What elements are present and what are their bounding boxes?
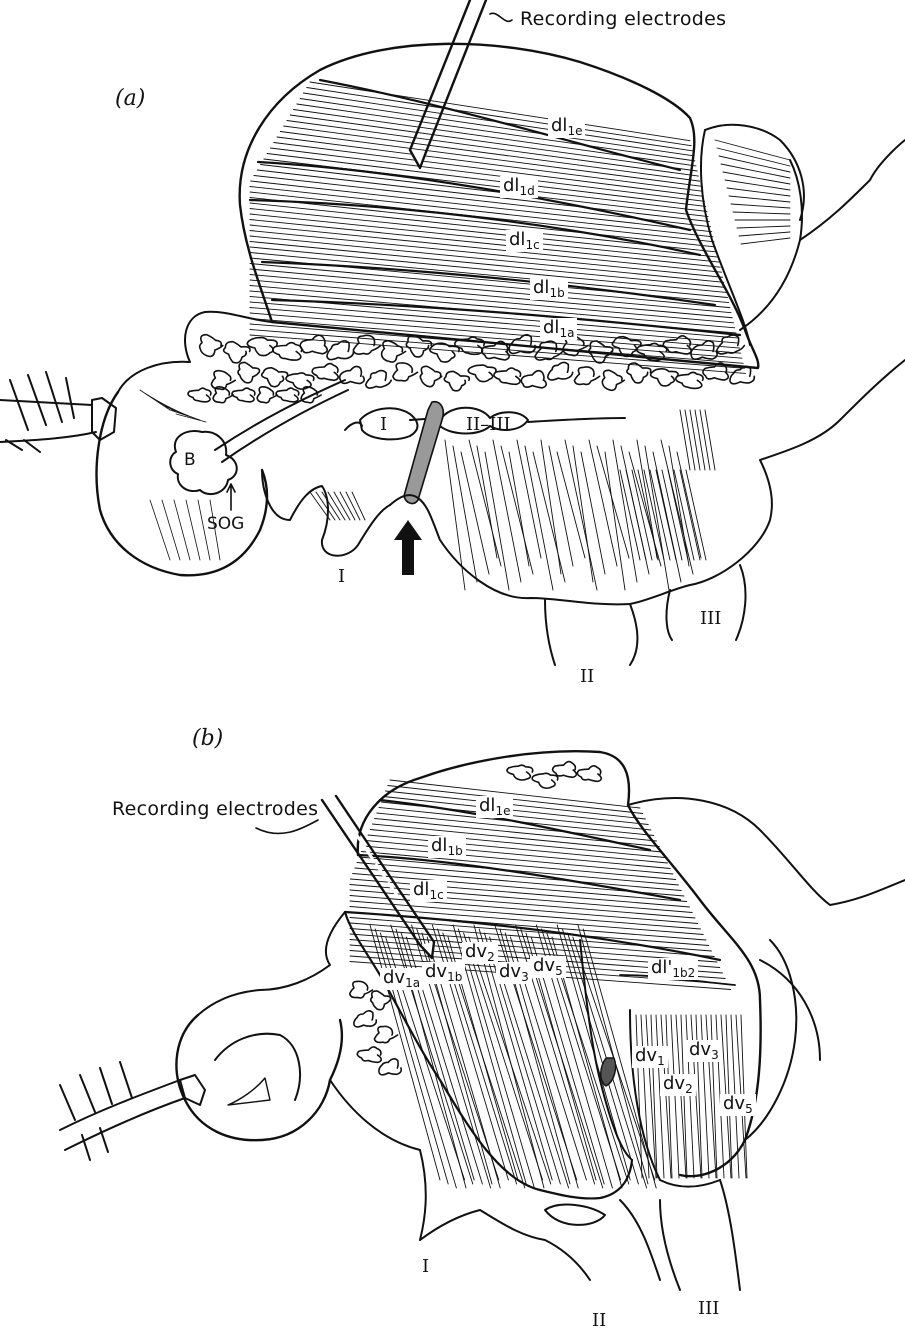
leg-1-label-a: I xyxy=(338,568,345,586)
dl-muscle-block-a xyxy=(240,44,759,368)
apodeme xyxy=(404,402,443,504)
muscle-label-dl1a-a: dl1a xyxy=(540,318,577,340)
muscle-label-dv1a-b: dv1a xyxy=(380,968,423,990)
muscle-label-dl1b-a: dl1b xyxy=(530,278,568,300)
muscle-label-dv3-back: dv3 xyxy=(686,1040,722,1062)
electrode-label-a: Recording electrodes xyxy=(520,10,726,29)
ganglion-2-3-label: II–III xyxy=(466,416,511,434)
brain xyxy=(170,431,237,494)
ganglion-1-label: I xyxy=(380,416,387,434)
leg-1-label-b: I xyxy=(422,1258,429,1276)
leg-2-label-a: II xyxy=(580,668,594,686)
muscle-label-dl1b-b: dl1b xyxy=(428,836,466,858)
muscle-label-dv5-back: dv5 xyxy=(720,1094,756,1116)
recording-electrodes-b xyxy=(256,796,434,958)
muscle-label-dl1c-b: dl1c xyxy=(410,880,447,902)
leg-3-label-a: III xyxy=(700,610,721,628)
leg-2-label-b: II xyxy=(592,1312,606,1330)
panel-b-letter: (b) xyxy=(192,728,223,750)
muscle-label-dl1d-a: dl1d xyxy=(500,176,538,198)
muscle-label-dl1c-a: dl1c xyxy=(506,230,543,252)
muscle-label-dv5-b: dv5 xyxy=(530,956,566,978)
electrode-label-b: Recording electrodes xyxy=(112,800,318,819)
panel-a-letter: (a) xyxy=(115,88,145,110)
muscle-label-dl1e-a: dl1e xyxy=(548,116,585,138)
muscle-label-dv3-b: dv3 xyxy=(496,962,532,984)
recording-electrodes-a xyxy=(410,0,512,168)
muscle-label-dl1e-b: dl1e xyxy=(476,796,513,818)
leg-3-label-b: III xyxy=(698,1300,719,1318)
muscle-label-dv2-back: dv2 xyxy=(660,1074,696,1096)
brain-label: B xyxy=(184,452,196,469)
muscle-label-dv2-b: dv2 xyxy=(462,942,498,964)
muscle-label-dv1b-b: dv1b xyxy=(422,962,465,984)
sog-label: SOG xyxy=(207,516,244,533)
pointer-arrow xyxy=(394,520,422,575)
muscle-label-dl1b2-b: dl'1b2 xyxy=(648,958,698,980)
muscle-label-dv1-back: dv1 xyxy=(632,1046,668,1068)
panel-b-drawing xyxy=(60,751,905,1290)
